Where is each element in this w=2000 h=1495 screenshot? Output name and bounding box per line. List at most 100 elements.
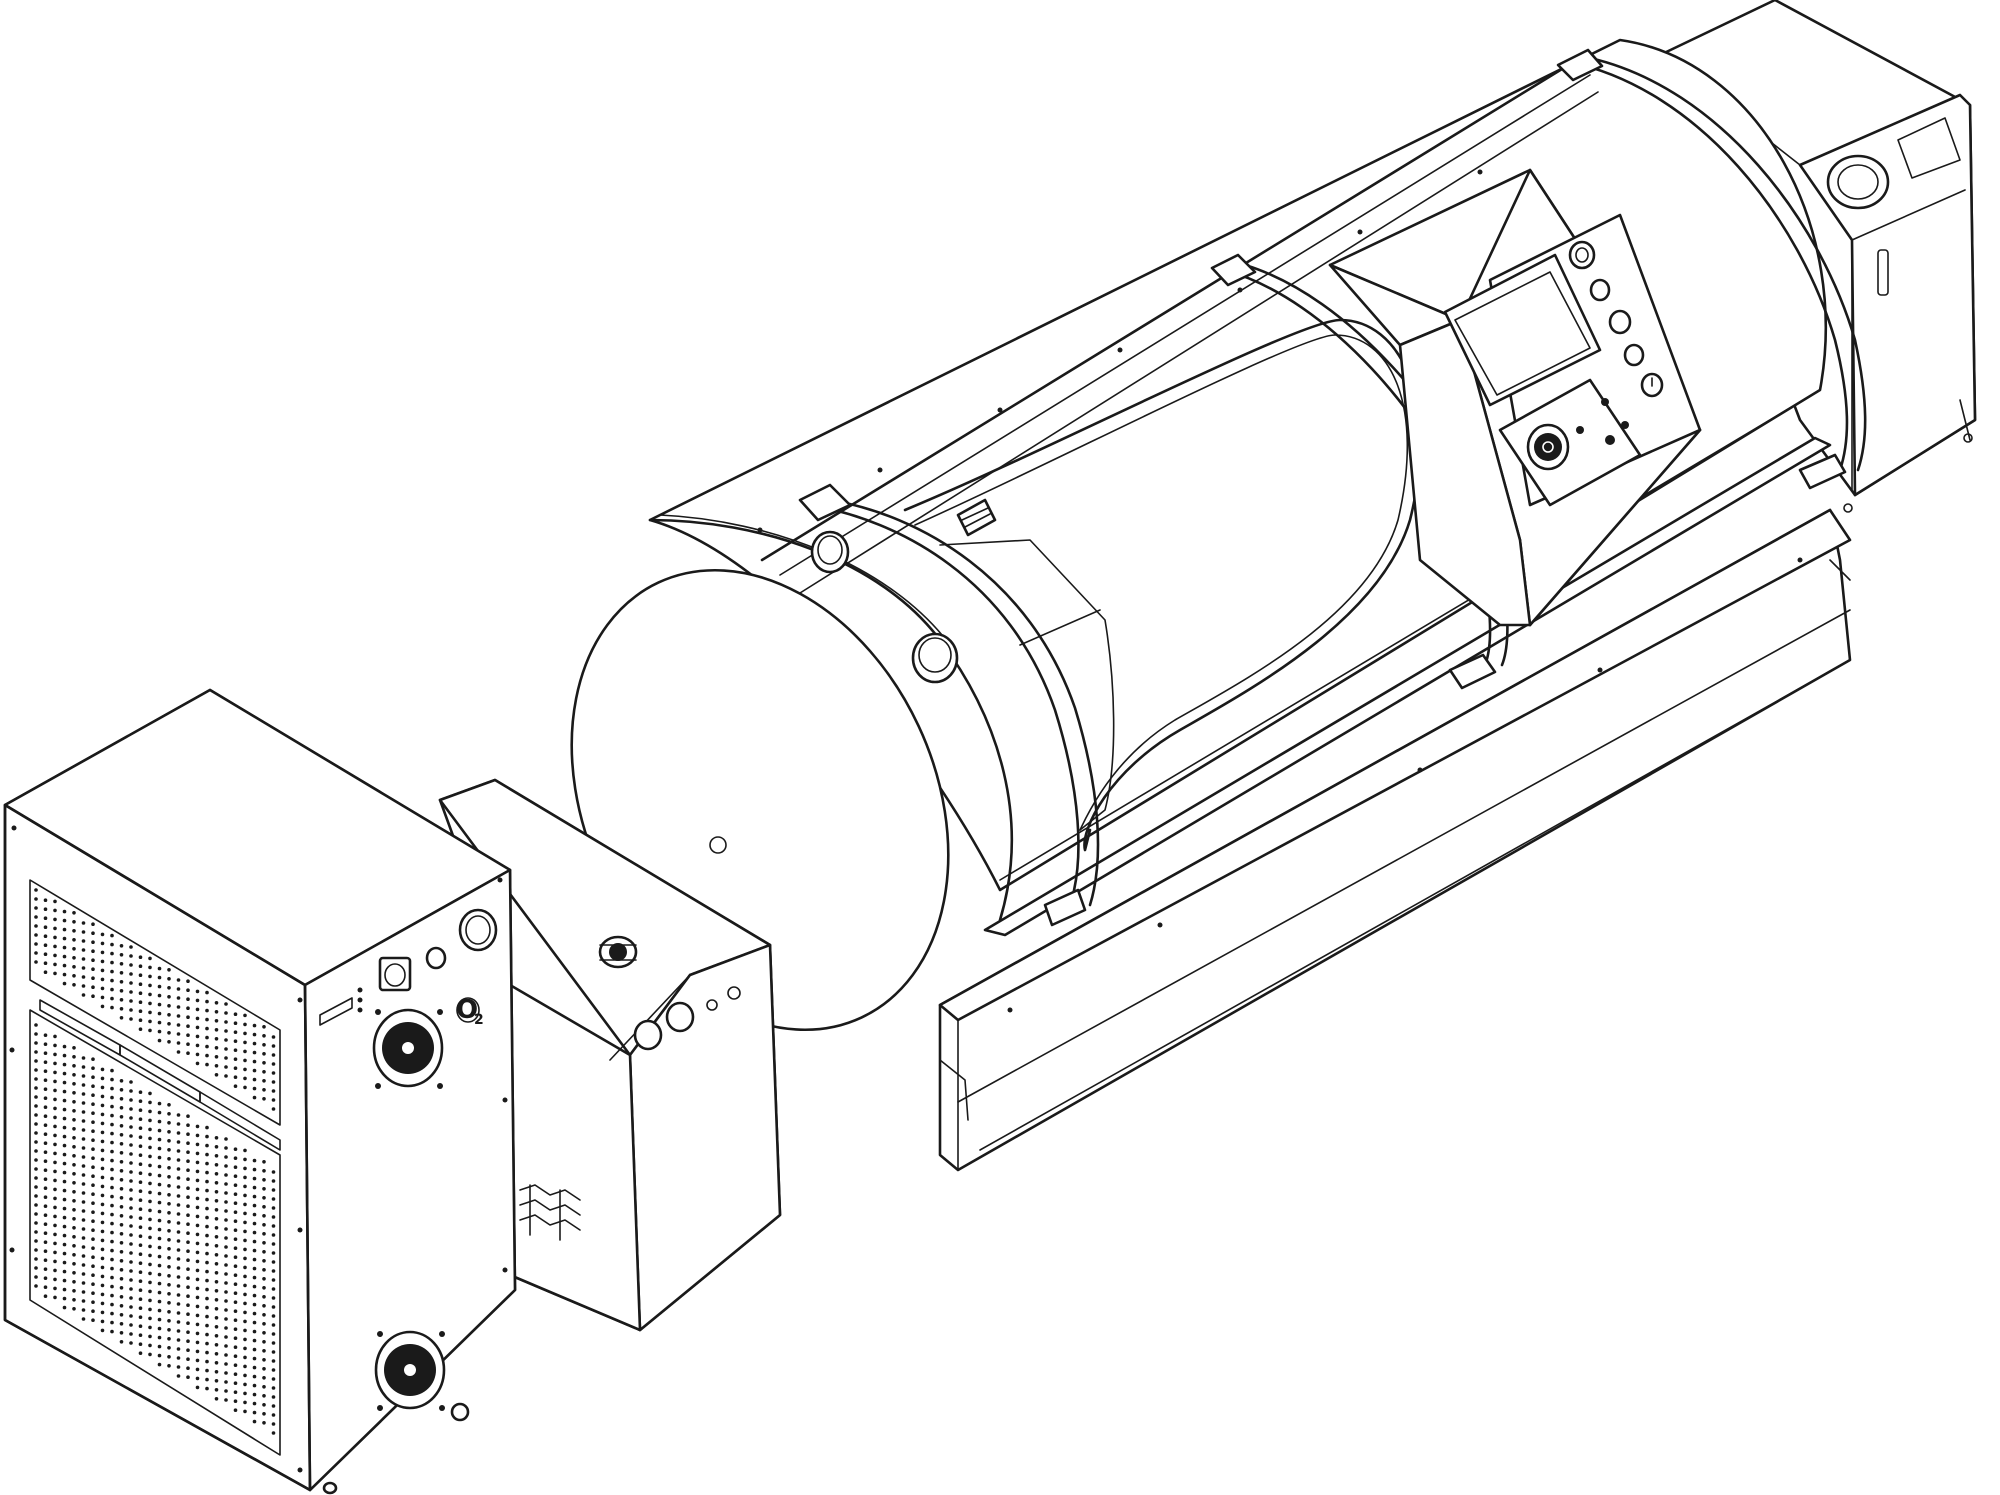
grille-hole bbox=[224, 1326, 228, 1330]
grille-hole bbox=[167, 1328, 171, 1332]
grille-hole bbox=[271, 1368, 276, 1372]
grille-hole bbox=[252, 1041, 257, 1046]
grille-hole bbox=[214, 1226, 219, 1230]
grille-hole bbox=[214, 1388, 219, 1392]
grille-hole bbox=[195, 1277, 200, 1282]
grille-hole bbox=[224, 1182, 228, 1186]
grille-hole bbox=[53, 1277, 57, 1282]
grille-hole bbox=[72, 1208, 76, 1212]
grille-hole bbox=[214, 1190, 219, 1194]
grille-hole bbox=[205, 1035, 209, 1040]
grille-hole bbox=[262, 1187, 266, 1191]
grille-hole bbox=[62, 1134, 67, 1139]
cabinet-connector-icon[interactable] bbox=[378, 956, 412, 992]
grille-hole bbox=[129, 1116, 133, 1120]
grille-hole bbox=[72, 1307, 76, 1311]
grille-hole bbox=[100, 968, 105, 973]
grille-hole bbox=[262, 1070, 266, 1074]
grille-hole bbox=[91, 1075, 95, 1079]
cabinet-small-button-icon[interactable] bbox=[425, 946, 447, 970]
grille-hole bbox=[167, 1166, 171, 1170]
grille-hole bbox=[62, 927, 67, 932]
grille-hole bbox=[148, 1289, 152, 1294]
touch-display-screen[interactable] bbox=[1443, 253, 1602, 407]
grille-hole bbox=[100, 1166, 105, 1171]
grille-hole bbox=[205, 1125, 209, 1130]
grille-hole bbox=[43, 1060, 48, 1064]
oxygen-unit-dial-2-icon[interactable] bbox=[665, 1001, 695, 1033]
cabinet-gauge-icon bbox=[1826, 154, 1890, 210]
grille-hole bbox=[167, 968, 171, 972]
grille-hole bbox=[233, 1228, 238, 1232]
grille-hole bbox=[186, 1204, 190, 1208]
grille-hole bbox=[262, 1160, 266, 1164]
grille-hole bbox=[243, 1175, 247, 1180]
grille-hole bbox=[262, 1043, 266, 1047]
grille-hole bbox=[205, 1062, 209, 1067]
grille-hole bbox=[252, 1194, 257, 1199]
grille-hole bbox=[91, 1255, 95, 1259]
grille-hole bbox=[62, 1080, 67, 1085]
panel-knob-3-icon[interactable] bbox=[1608, 309, 1632, 335]
grille-hole bbox=[176, 1194, 181, 1198]
grille-hole bbox=[233, 1075, 238, 1079]
grille-hole bbox=[81, 1137, 86, 1141]
grille-hole bbox=[43, 1285, 48, 1289]
panel-power-button-icon[interactable] bbox=[1640, 372, 1664, 398]
grille-hole bbox=[138, 1027, 143, 1031]
panel-knob-1-icon[interactable] bbox=[1568, 240, 1596, 270]
grille-hole bbox=[148, 1163, 152, 1168]
grille-hole bbox=[157, 1128, 162, 1133]
grille-hole bbox=[62, 1161, 67, 1166]
grille-hole bbox=[271, 1080, 276, 1084]
panel-knob-2-icon[interactable] bbox=[1589, 278, 1611, 302]
grille-hole bbox=[271, 1350, 276, 1354]
grille-hole bbox=[262, 1340, 266, 1344]
grille-hole bbox=[214, 1055, 219, 1059]
grille-hole bbox=[43, 916, 48, 920]
cabinet-vent-grille bbox=[29, 879, 281, 1456]
grille-hole bbox=[224, 1173, 228, 1177]
grille-hole bbox=[110, 1329, 114, 1334]
grille-hole bbox=[252, 1410, 257, 1415]
window-vent-icon bbox=[956, 498, 997, 537]
grille-hole bbox=[205, 1215, 209, 1220]
grille-hole bbox=[119, 1277, 124, 1281]
cabinet-large-port-icon[interactable] bbox=[458, 908, 498, 952]
grille-hole bbox=[91, 949, 95, 953]
grille-hole bbox=[176, 1230, 181, 1234]
grille-hole bbox=[138, 1207, 143, 1211]
grille-hole bbox=[138, 1009, 143, 1013]
grille-hole bbox=[205, 1026, 209, 1031]
grille-hole bbox=[62, 1260, 67, 1265]
panel-knob-4-icon[interactable] bbox=[1623, 343, 1645, 367]
grille-hole bbox=[62, 972, 67, 977]
grille-hole bbox=[224, 1047, 228, 1051]
grille-hole bbox=[129, 1134, 133, 1138]
grille-hole bbox=[186, 1150, 190, 1154]
grille-hole bbox=[81, 1272, 86, 1276]
grille-hole bbox=[129, 1089, 133, 1093]
grille-hole bbox=[167, 1031, 171, 1035]
grille-hole bbox=[43, 1168, 48, 1172]
grille-hole bbox=[129, 1341, 133, 1345]
grille-hole bbox=[148, 974, 152, 979]
grille-hole bbox=[62, 1287, 67, 1292]
grille-hole bbox=[91, 1066, 95, 1070]
grille-hole bbox=[34, 1095, 38, 1099]
grille-hole bbox=[205, 1170, 209, 1175]
grille-hole bbox=[176, 1365, 181, 1369]
grille-hole bbox=[176, 1302, 181, 1306]
grille-hole bbox=[138, 1180, 143, 1184]
oxygen-unit-dial-1-icon[interactable] bbox=[633, 1019, 663, 1051]
grille-hole bbox=[186, 1339, 190, 1343]
grille-hole bbox=[62, 1062, 67, 1067]
grille-hole bbox=[157, 1101, 162, 1106]
grille-hole bbox=[176, 1149, 181, 1153]
grille-hole bbox=[100, 1238, 105, 1243]
grille-hole bbox=[262, 1412, 266, 1416]
grille-hole bbox=[243, 1049, 247, 1054]
grille-hole bbox=[53, 926, 57, 931]
grille-hole bbox=[214, 1172, 219, 1176]
grille-hole bbox=[81, 1146, 86, 1150]
